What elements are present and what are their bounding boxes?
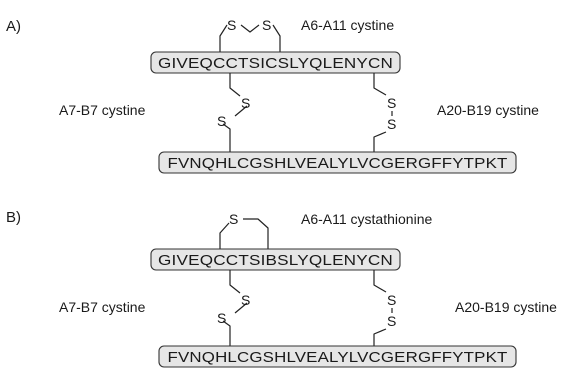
panel-b-right-sulfur-2: S [387,313,396,329]
panel-a-intra-bridge-label: A6-A11 cystine [301,17,394,33]
panel-b: B) S A6-A11 cystathionine GIVEQCCTSIBSLY… [6,209,557,368]
panel-a-right-bridge-label: A20-B19 cystine [437,102,539,118]
panel-a-intra-sulfur-1: S [227,17,236,33]
panel-b-right-bridge-label: A20-B19 cystine [455,299,557,315]
panel-b-chain-a-sequence: GIVEQCCTSIBSLYQLENYCN [158,253,393,269]
panel-b-letter: B) [6,209,21,226]
panel-b-left-sulfur-2: S [217,310,226,326]
panel-b-right-bridge-bond [373,270,393,346]
panel-b-intra-bridge-label: A6-A11 cystathionine [301,211,432,227]
panel-b-left-bridge-label: A7-B7 cystine [59,299,146,315]
panel-a-chain-a-sequence: GIVEQCCTSICSLYQLENYCN [158,56,393,72]
panel-b-chain-b-sequence: FVNQHLCGSHLVEALYLVCGERGFFYTPKT [168,350,508,366]
panel-a-right-bridge-bond [373,73,393,152]
panel-a-left-sulfur-1: S [241,95,250,111]
panel-a-chain-a-box [150,51,401,74]
panel-a-chain-b-box [158,151,517,174]
panel-a-right-sulfur-1: S [387,95,396,111]
panel-a-left-bridge-bond [222,73,248,152]
panel-b-chain-a-box [150,248,401,271]
panel-b-intra-sulfur: S [229,211,238,227]
panel-a-intra-bridge-bond [219,24,281,52]
panel-b-chain-b-box [158,345,517,368]
panel-b-left-sulfur-1: S [241,292,250,308]
panel-a: A) S S A6-A11 cystine GIVEQCCTSICSLYQLEN… [6,17,539,174]
panel-b-right-sulfur-1: S [387,292,396,308]
panel-a-intra-sulfur-2: S [262,17,271,33]
panel-b-left-bridge-bond [222,270,248,346]
panel-a-left-sulfur-2: S [217,113,226,129]
panel-a-right-sulfur-2: S [387,116,396,132]
panel-b-intra-bridge-bond [219,218,269,249]
panel-a-left-bridge-label: A7-B7 cystine [59,102,146,118]
panel-a-letter: A) [6,18,21,35]
panel-a-chain-b-sequence: FVNQHLCGSHLVEALYLVCGERGFFYTPKT [168,156,508,172]
